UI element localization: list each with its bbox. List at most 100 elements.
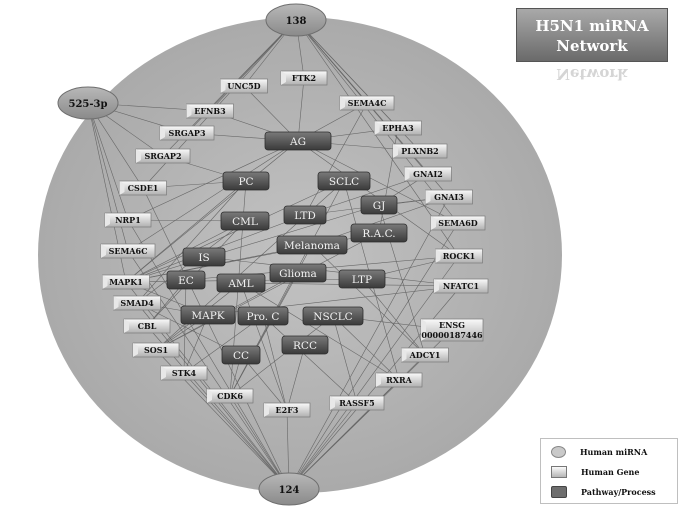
edge (311, 244, 426, 356)
gene-bevel (330, 396, 335, 410)
gene-node-nrp1: NRP1 (104, 212, 152, 228)
edge (361, 278, 426, 356)
pathway-box (283, 205, 327, 225)
gene-node-sema6d: SEMA6D (430, 215, 486, 231)
edge (288, 222, 459, 490)
gene-node-gnai3: GNAI3 (425, 189, 473, 205)
gene-bevel (133, 343, 138, 357)
gene-label: CBL (138, 321, 157, 331)
gene-label: EPHA3 (382, 123, 414, 133)
pathway-box (350, 223, 408, 243)
edge (127, 140, 299, 221)
pathway-label: Pro. C (247, 311, 280, 323)
pathway-legend-icon (551, 486, 567, 498)
pathway-label: SCLC (329, 176, 359, 188)
gene-bevel (102, 275, 108, 289)
pathway-node-cc: CC (221, 345, 261, 365)
edge (183, 314, 209, 374)
gene-label: EFNB3 (194, 106, 226, 116)
title-reflection: Network (516, 62, 668, 84)
pathway-node-pc: PC (222, 171, 270, 191)
gene-label: GNAI3 (434, 192, 464, 202)
gene-bevel (136, 149, 141, 163)
pathway-label: LTP (352, 274, 372, 286)
edge (288, 255, 460, 490)
pathway-label: NSCLC (313, 311, 352, 323)
mirna-ellipse (57, 86, 119, 120)
gene-bevel (431, 216, 436, 230)
pathway-label: MAPK (191, 310, 224, 322)
gene-bevel (374, 121, 380, 135)
edge (127, 140, 299, 252)
gene-bevel (434, 279, 439, 293)
gene-bevel (220, 79, 226, 93)
gene-node-stk4: STK4 (160, 365, 208, 381)
gene-bevel (264, 403, 269, 417)
gene-label: ROCK1 (443, 251, 476, 261)
gene-node-rxra: RXRA (375, 372, 423, 388)
edge (136, 180, 247, 304)
legend-pathway-label: Pathway/Process (581, 487, 656, 497)
gene-node-efnb3: EFNB3 (186, 103, 234, 119)
pathway-node-glioma: Glioma (269, 263, 327, 283)
gene-label-2: 00000187446 (421, 330, 483, 340)
edge (87, 102, 129, 221)
legend: Human miRNA Human Gene Pathway/Process (540, 438, 678, 504)
pathway-node-cml: CML (220, 211, 270, 231)
gene-bevel (119, 181, 125, 195)
gene-node-cbl: CBL (123, 318, 171, 334)
pathway-node-ec: EC (166, 270, 206, 290)
gene-node-gnai2: GNAI2 (404, 166, 452, 182)
gene-label: CDK6 (217, 391, 243, 401)
gene-label: ENSG (439, 320, 465, 330)
legend-gene-label: Human Gene (581, 467, 640, 477)
mirna-ellipse (265, 3, 327, 37)
gene-bevel (393, 144, 398, 158)
pathway-node-r-a-c: R.A.C. (350, 223, 408, 243)
legend-mirna-label: Human miRNA (580, 447, 648, 457)
pathway-label: IS (198, 252, 209, 264)
edge (297, 140, 459, 224)
pathway-label: EC (178, 275, 194, 287)
gene-node-epha3: EPHA3 (374, 120, 422, 136)
gene-legend-icon (551, 466, 567, 478)
pathway-node-mapk: MAPK (180, 305, 236, 325)
pathway-box (317, 171, 371, 191)
edge (127, 219, 290, 490)
gene-node-sos1: SOS1 (132, 342, 180, 358)
gene-label: NRP1 (115, 215, 141, 225)
gene-label: PLXNB2 (401, 146, 439, 156)
gene-label: RXRA (386, 375, 413, 385)
title-line-1: H5N1 miRNA (535, 17, 649, 35)
gene-bevel (160, 126, 165, 140)
gene-label: RASSF5 (339, 398, 374, 408)
gene-label: NFATC1 (443, 281, 479, 291)
edge (125, 281, 290, 490)
gene-bevel (425, 190, 431, 204)
pathway-label: GJ (373, 200, 386, 212)
legend-row-gene: Human Gene (551, 465, 639, 479)
gene-label: UNC5D (227, 81, 260, 91)
pathway-box (222, 171, 270, 191)
edge (125, 180, 247, 283)
gene-node-plxnb2: PLXNB2 (392, 143, 448, 159)
edge (332, 315, 400, 381)
mirna-legend-icon (551, 446, 566, 458)
pathway-node-pro-c: Pro. C (237, 306, 289, 326)
edge (262, 315, 358, 404)
gene-bevel (340, 96, 345, 110)
gene-label: MAPK1 (109, 277, 143, 287)
pathway-box (220, 211, 270, 231)
gene-label: SRGAP2 (144, 151, 181, 161)
title-reflection-line: Network (556, 65, 628, 83)
pathway-box (221, 345, 261, 365)
pathway-node-sclc: SCLC (317, 171, 371, 191)
gene-label: STK4 (172, 368, 197, 378)
mirna-label: 124 (279, 485, 300, 496)
edge (203, 256, 462, 287)
pathway-label: PC (238, 176, 253, 188)
gene-node-cdk6: CDK6 (206, 388, 254, 404)
gene-label: CSDE1 (128, 183, 159, 193)
gene-node-rock1: ROCK1 (435, 248, 483, 264)
